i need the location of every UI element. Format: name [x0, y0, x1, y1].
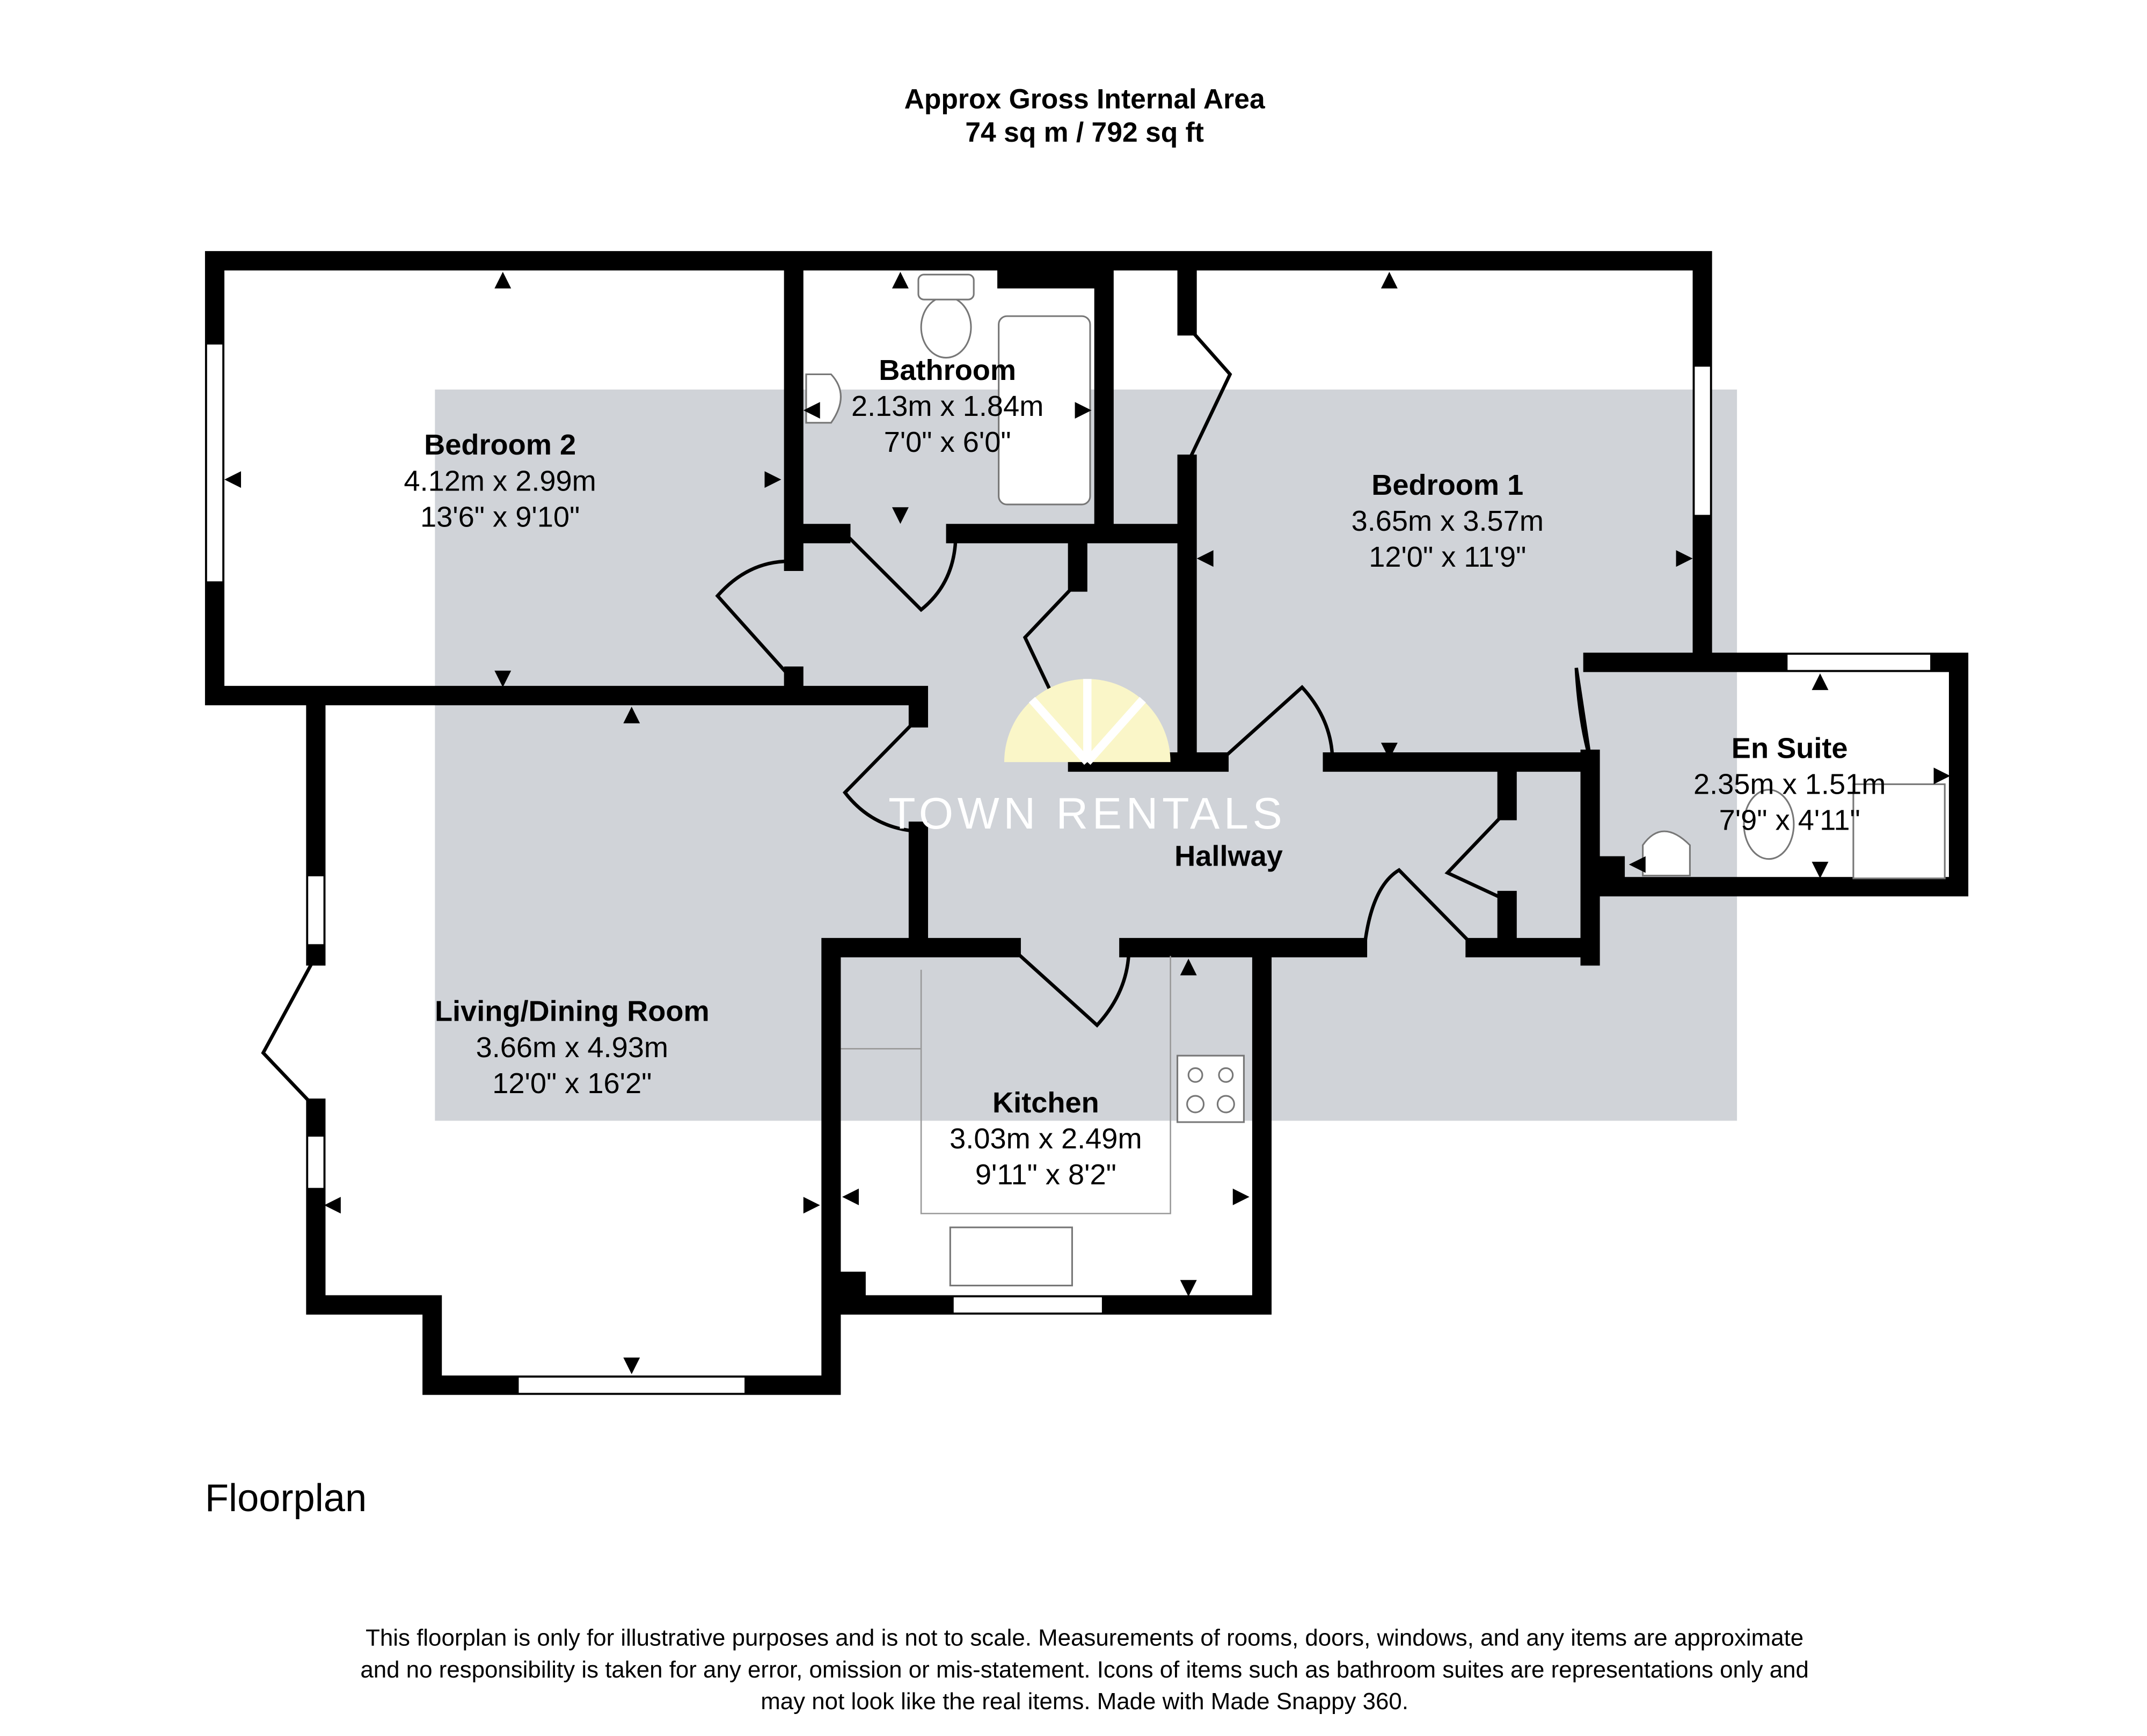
room-imperial: 13'6" x 9'10": [420, 501, 580, 533]
floor-label: Floorplan: [205, 1477, 367, 1520]
disclaimer-line: may not look like the real items. Made w…: [761, 1688, 1408, 1715]
disclaimer-line: This floorplan is only for illustrative …: [366, 1625, 1803, 1651]
area-title: Approx Gross Internal Area: [904, 83, 1266, 114]
room-metric: 3.65m x 3.57m: [1352, 505, 1544, 537]
room-hallway: Hallway: [1174, 840, 1283, 873]
room-bedroom-2: Bedroom 2 4.12m x 2.99m 13'6" x 9'10": [404, 429, 596, 533]
room-metric: 3.03m x 2.49m: [950, 1123, 1142, 1155]
ensuite-sink-icon: [1642, 830, 1691, 877]
watermark-logo: TOWN RENTALS: [888, 679, 1286, 838]
room-name: Bedroom 1: [1371, 469, 1523, 501]
room-imperial: 7'9" x 4'11": [1719, 804, 1860, 837]
room-imperial: 9'11" x 8'2": [975, 1159, 1116, 1191]
room-name: Living/Dining Room: [435, 995, 710, 1028]
room-en-suite: En Suite 2.35m x 1.51m 7'9" x 4'11": [1693, 732, 1886, 836]
room-metric: 2.13m x 1.84m: [851, 390, 1043, 422]
doors: [261, 325, 1592, 1110]
room-name: En Suite: [1732, 732, 1848, 764]
area-value: 74 sq m / 792 sq ft: [965, 116, 1204, 148]
disclaimer-line: and no responsibility is taken for any e…: [360, 1657, 1809, 1683]
watermark-text: TOWN RENTALS: [888, 789, 1286, 838]
room-name: Kitchen: [992, 1087, 1099, 1119]
hob-icon: [1177, 1054, 1245, 1123]
room-imperial: 12'0" x 11'9": [1369, 541, 1526, 573]
room-bathroom: Bathroom 2.13m x 1.84m 7'0" x 6'0": [851, 354, 1043, 458]
disclaimer: This floorplan is only for illustrative …: [360, 1625, 1809, 1715]
room-metric: 2.35m x 1.51m: [1693, 768, 1886, 800]
fixtures: [805, 274, 1946, 1287]
room-name: Bedroom 2: [424, 429, 576, 461]
kitchen-sink-icon: [949, 1226, 1073, 1287]
room-imperial: 7'0" x 6'0": [884, 426, 1011, 458]
room-metric: 4.12m x 2.99m: [404, 465, 596, 497]
room-bedroom-1: Bedroom 1 3.65m x 3.57m 12'0" x 11'9": [1352, 469, 1544, 573]
windows: [206, 343, 1932, 1395]
ensuite-toilet-icon: [1743, 789, 1795, 860]
sink-icon: [805, 373, 842, 424]
room-kitchen: Kitchen 3.03m x 2.49m 9'11" x 8'2": [950, 1087, 1142, 1191]
room-name: Hallway: [1174, 840, 1283, 873]
room-living-dining: Living/Dining Room 3.66m x 4.93m 12'0" x…: [435, 995, 710, 1100]
room-metric: 3.66m x 4.93m: [476, 1031, 668, 1064]
shower-icon: [1852, 783, 1946, 880]
toilet-icon: [920, 296, 972, 359]
room-imperial: 12'0" x 16'2": [492, 1067, 652, 1100]
room-name: Bathroom: [879, 354, 1016, 386]
